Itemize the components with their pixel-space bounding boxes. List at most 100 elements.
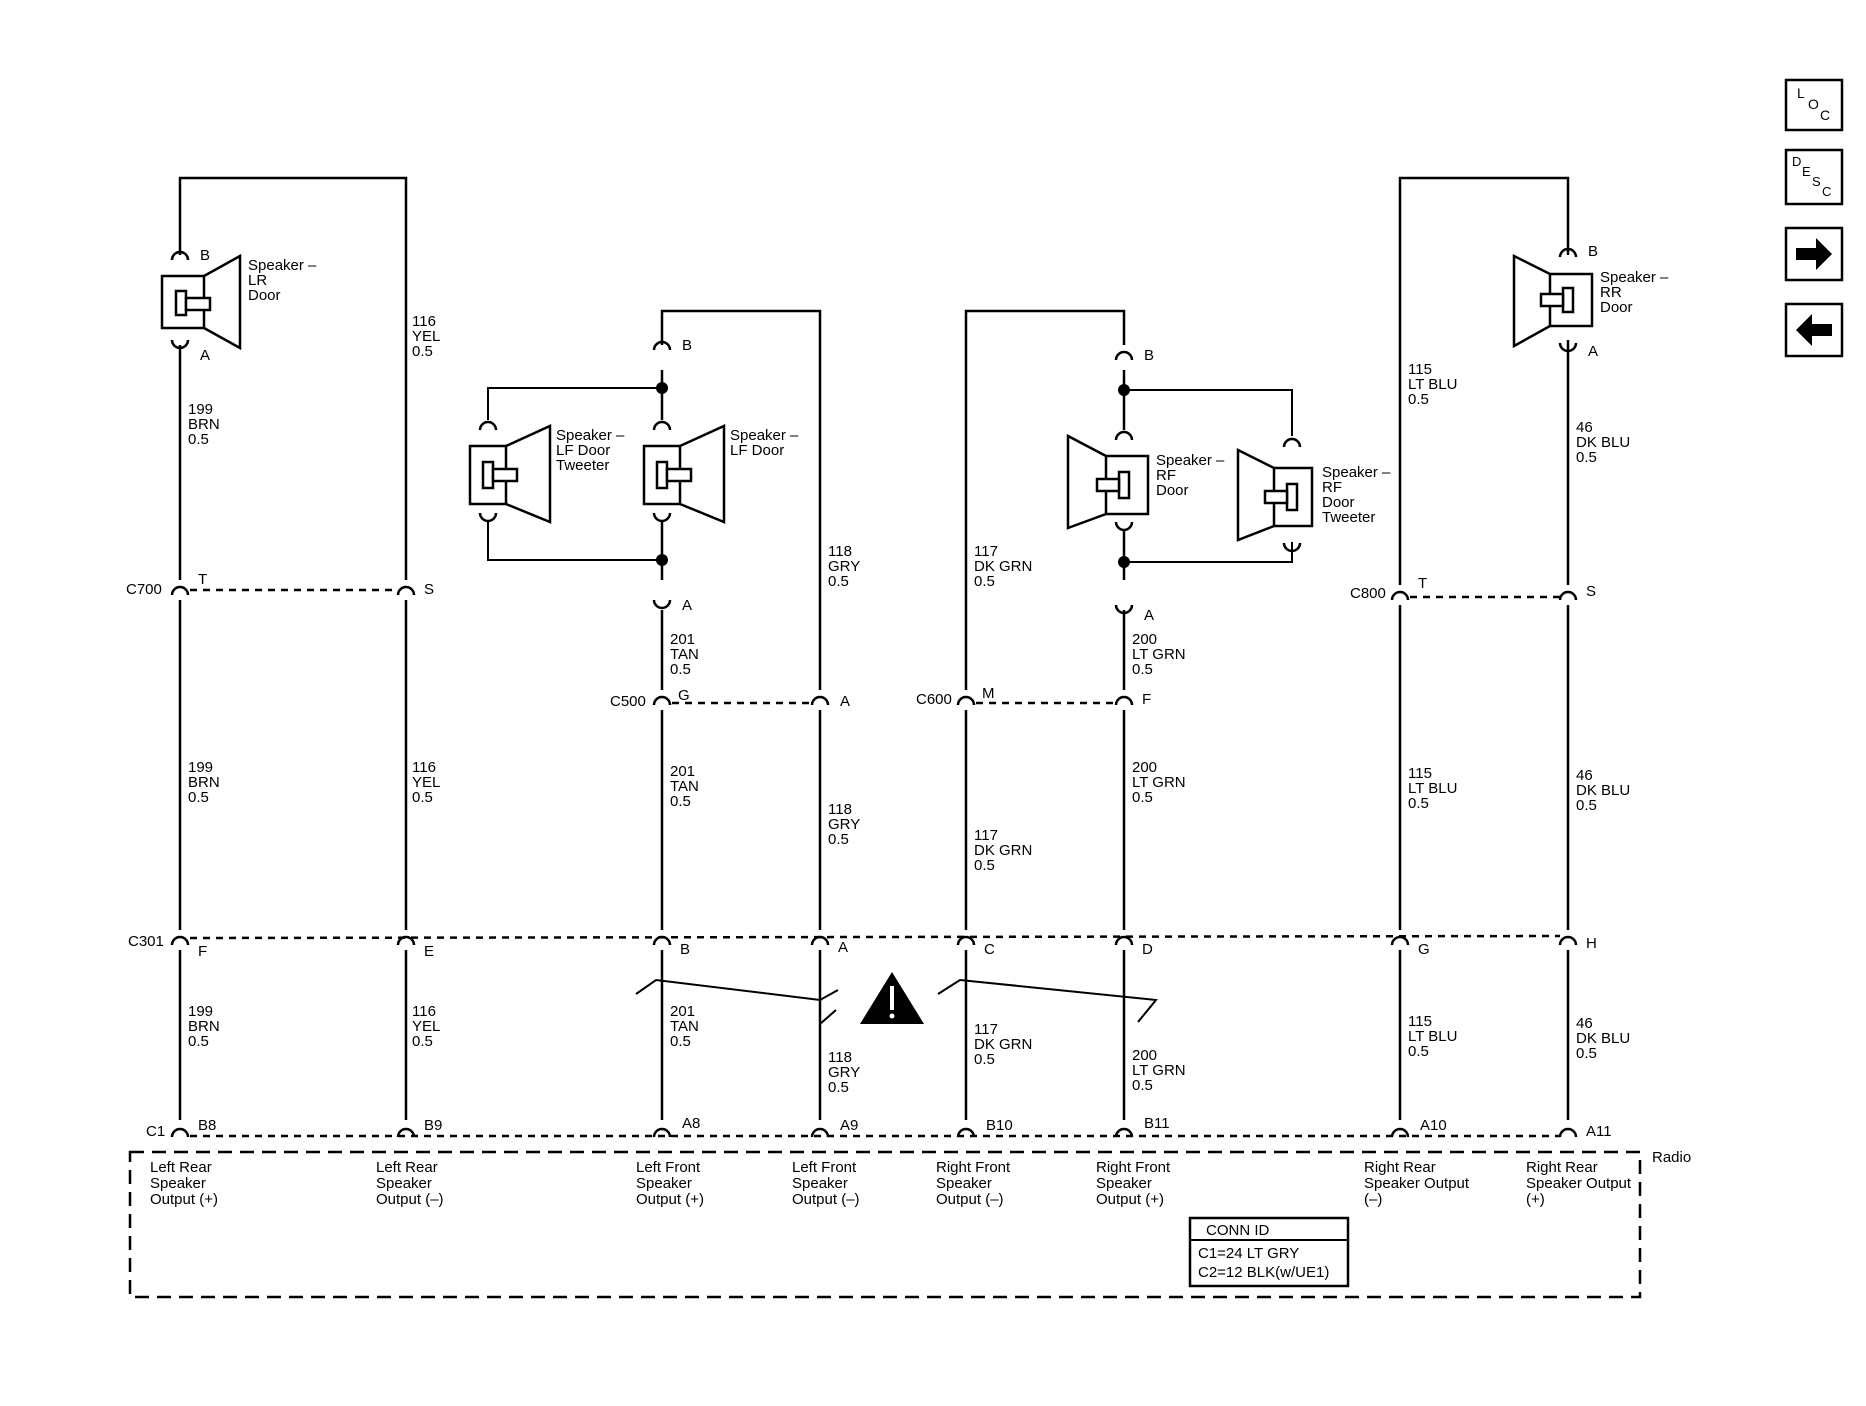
pin-label: S	[424, 581, 434, 598]
svg-text:DK BLU: DK BLU	[1576, 782, 1630, 799]
svg-text:0.5: 0.5	[828, 831, 849, 848]
svg-text:115: 115	[1408, 1013, 1432, 1030]
pin-label: A10	[1420, 1117, 1447, 1134]
svg-text:199: 199	[188, 401, 213, 418]
svg-text:Speaker: Speaker	[150, 1175, 206, 1192]
pin-label: B	[200, 247, 210, 264]
svg-text:0.5: 0.5	[1132, 661, 1153, 678]
svg-text:LT BLU: LT BLU	[1408, 1028, 1457, 1045]
back-button[interactable]	[1784, 302, 1844, 358]
speaker-rf-tweeter-line2: RF	[1322, 479, 1342, 496]
radio-output-left-front-minus: Left Front Speaker Output (–)	[792, 1159, 860, 1208]
svg-text:0.5: 0.5	[974, 857, 995, 874]
twisted-pair-marks	[635, 978, 1158, 1025]
loc-letter-l: L	[1797, 85, 1805, 101]
connector-c1: C1	[146, 1123, 165, 1140]
svg-text:(–): (–)	[1364, 1191, 1382, 1208]
pin-label: G	[678, 687, 690, 704]
svg-text:116: 116	[412, 1003, 436, 1020]
pin-label: B	[1588, 243, 1598, 260]
loc-letter-c: C	[1820, 107, 1830, 123]
speaker-lf-door-tweeter: Speaker – LF Door Tweeter	[468, 424, 625, 524]
svg-text:46: 46	[1576, 1015, 1593, 1032]
svg-text:Output (+): Output (+)	[636, 1191, 704, 1208]
radio-output-right-front-plus: Right Front Speaker Output (+)	[1096, 1159, 1171, 1208]
svg-text:Output (+): Output (+)	[1096, 1191, 1164, 1208]
svg-text:Output (–): Output (–)	[792, 1191, 860, 1208]
wires	[178, 176, 1570, 1120]
speaker-rr-line1: Speaker –	[1600, 269, 1669, 286]
svg-text:LT GRN: LT GRN	[1132, 774, 1186, 791]
pin-label: A	[682, 597, 692, 614]
pin-label: B9	[424, 1117, 442, 1134]
svg-text:Left Front: Left Front	[636, 1159, 701, 1176]
pin-label: S	[1586, 583, 1596, 600]
svg-text:Right Rear: Right Rear	[1526, 1159, 1598, 1176]
speaker-rf-tweeter-line1: Speaker –	[1322, 464, 1391, 481]
pin-label: C	[984, 941, 995, 958]
svg-text:Speaker: Speaker	[1096, 1175, 1152, 1192]
speaker-lf-tweeter-line3: Tweeter	[556, 457, 609, 474]
svg-text:(+): (+)	[1526, 1191, 1545, 1208]
pin-label: M	[982, 685, 995, 702]
desc-letter-d: D	[1792, 154, 1801, 169]
svg-text:0.5: 0.5	[974, 573, 995, 590]
svg-text:TAN: TAN	[670, 646, 699, 663]
svg-text:200: 200	[1132, 1047, 1157, 1064]
svg-text:118: 118	[828, 801, 852, 818]
radio-output-right-rear-plus: Right Rear Speaker Output (+)	[1526, 1159, 1632, 1208]
pin-label: B	[680, 941, 690, 958]
radio-component: Radio Left Rear Speaker Output (+) Left …	[128, 1149, 1691, 1299]
svg-text:LT GRN: LT GRN	[1132, 646, 1186, 663]
speaker-lr-line2: LR	[248, 272, 267, 289]
speaker-lf-line2: LF Door	[730, 442, 784, 459]
arrow-right-icon	[1796, 238, 1832, 270]
svg-text:0.5: 0.5	[1408, 391, 1429, 408]
svg-text:DK BLU: DK BLU	[1576, 1030, 1630, 1047]
svg-text:115: 115	[1408, 765, 1432, 782]
pin-label: T	[1418, 575, 1427, 592]
pin-label: A	[838, 939, 848, 956]
svg-text:Left Front: Left Front	[792, 1159, 857, 1176]
pin-label: G	[1418, 941, 1430, 958]
svg-text:LT BLU: LT BLU	[1408, 376, 1457, 393]
conn-id-line: C1=24 LT GRY	[1198, 1245, 1299, 1262]
forward-button[interactable]	[1784, 226, 1844, 282]
desc-button[interactable]: D E S C	[1784, 148, 1844, 206]
connector-ids: C700 C500 C600 C800 C301 C1	[126, 581, 1386, 1140]
svg-text:YEL: YEL	[412, 1018, 440, 1035]
desc-letter-c: C	[1822, 184, 1831, 199]
radio-output-left-front-plus: Left Front Speaker Output (+)	[636, 1159, 704, 1208]
connector-c800: C800	[1350, 585, 1386, 602]
svg-text:0.5: 0.5	[670, 793, 691, 810]
svg-text:0.5: 0.5	[412, 1033, 433, 1050]
svg-text:Speaker: Speaker	[636, 1175, 692, 1192]
connector-c700: C700	[126, 581, 162, 598]
speaker-rf-line1: Speaker –	[1156, 452, 1225, 469]
pin-label: B11	[1144, 1115, 1170, 1132]
svg-text:DK GRN: DK GRN	[974, 842, 1032, 859]
connector-dashes	[189, 588, 1561, 1138]
pin-label: D	[1142, 941, 1153, 958]
svg-text:GRY: GRY	[828, 816, 860, 833]
speaker-rf-door: Speaker – RF Door	[1066, 433, 1225, 530]
svg-text:YEL: YEL	[412, 774, 440, 791]
loc-button[interactable]: L O C	[1784, 78, 1844, 132]
speaker-rr-line2: RR	[1600, 284, 1622, 301]
svg-text:Right Front: Right Front	[1096, 1159, 1171, 1176]
radio-label: Radio	[1652, 1149, 1691, 1166]
svg-text:0.5: 0.5	[188, 431, 209, 448]
caution-triangle-icon[interactable]	[860, 972, 924, 1024]
svg-text:0.5: 0.5	[1408, 1043, 1429, 1060]
arrow-left-icon	[1796, 314, 1832, 346]
svg-text:200: 200	[1132, 631, 1157, 648]
svg-text:0.5: 0.5	[188, 1033, 209, 1050]
